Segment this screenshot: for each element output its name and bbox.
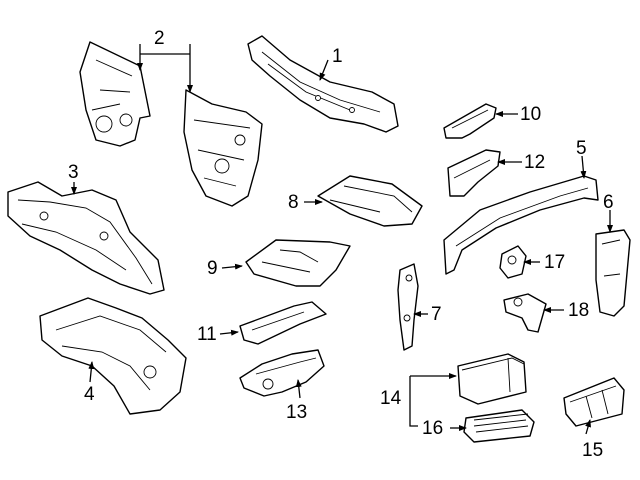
callout-13: 13 bbox=[286, 402, 307, 423]
part-7-post bbox=[397, 263, 419, 351]
part-1-cowl-panel bbox=[247, 35, 399, 133]
part-15-unit bbox=[563, 377, 625, 427]
part-4-lower-insulator bbox=[39, 297, 187, 415]
callout-4: 4 bbox=[84, 384, 95, 405]
part-8-tray bbox=[317, 175, 423, 227]
callout-18: 18 bbox=[568, 300, 589, 321]
callout-16: 16 bbox=[422, 418, 443, 439]
callout-12: 12 bbox=[524, 152, 545, 173]
callout-11: 11 bbox=[197, 324, 217, 345]
part-2-right-insulator bbox=[183, 89, 263, 207]
callout-7: 7 bbox=[431, 304, 442, 325]
callout-10: 10 bbox=[520, 104, 541, 125]
callout-5: 5 bbox=[576, 138, 587, 159]
callout-17: 17 bbox=[544, 252, 565, 273]
part-14-module bbox=[457, 353, 527, 405]
part-6-pillar bbox=[595, 229, 631, 317]
callout-14: 14 bbox=[380, 388, 402, 409]
callout-8: 8 bbox=[288, 192, 299, 213]
part-16-filter bbox=[463, 409, 535, 443]
callout-9: 9 bbox=[207, 258, 218, 279]
part-17-fastener bbox=[499, 245, 527, 279]
part-2-left-insulator bbox=[79, 41, 151, 147]
leader-lines bbox=[71, 44, 613, 435]
callout-6: 6 bbox=[603, 192, 614, 213]
part-10-bracket bbox=[443, 103, 497, 139]
callout-15: 15 bbox=[582, 440, 603, 461]
part-9-cover bbox=[245, 239, 351, 287]
callout-3: 3 bbox=[68, 162, 79, 183]
part-13-duct bbox=[239, 349, 325, 397]
part-5-reinforcement bbox=[443, 175, 599, 275]
part-18-bracket bbox=[503, 293, 547, 333]
part-11-channel bbox=[239, 301, 327, 345]
part-12-bracket bbox=[447, 149, 501, 197]
callout-2: 2 bbox=[154, 28, 165, 49]
callout-1: 1 bbox=[332, 46, 343, 67]
part-3-crossmember bbox=[7, 181, 165, 295]
